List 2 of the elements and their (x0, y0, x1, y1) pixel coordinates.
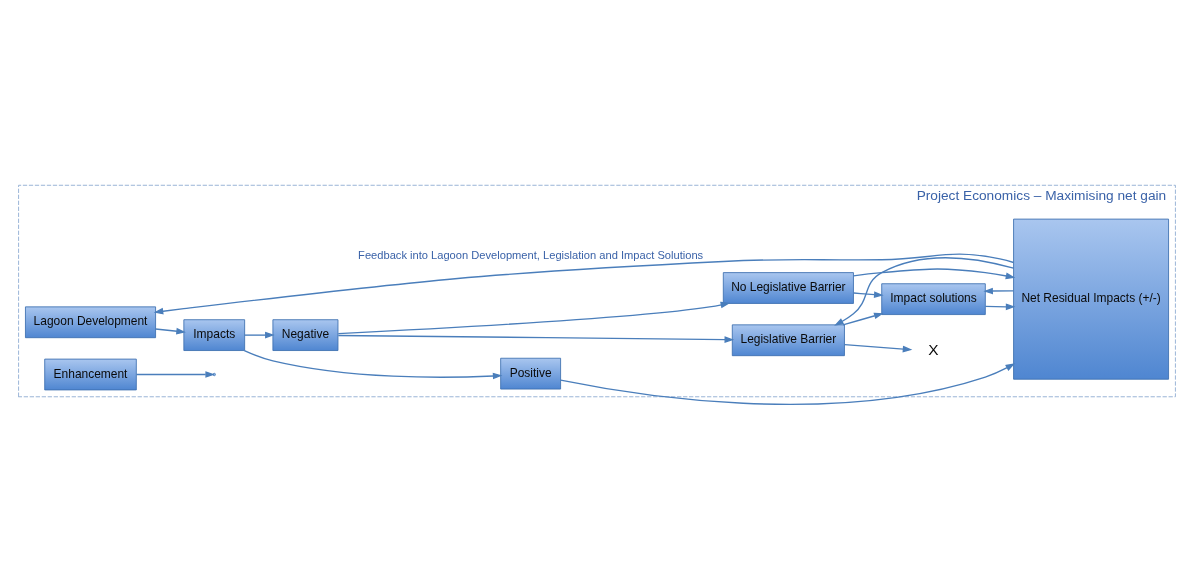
node-text: X (928, 341, 939, 359)
edge-label: Feedback into Lagoon Development, Legislation and Impact Solutions (358, 249, 704, 262)
